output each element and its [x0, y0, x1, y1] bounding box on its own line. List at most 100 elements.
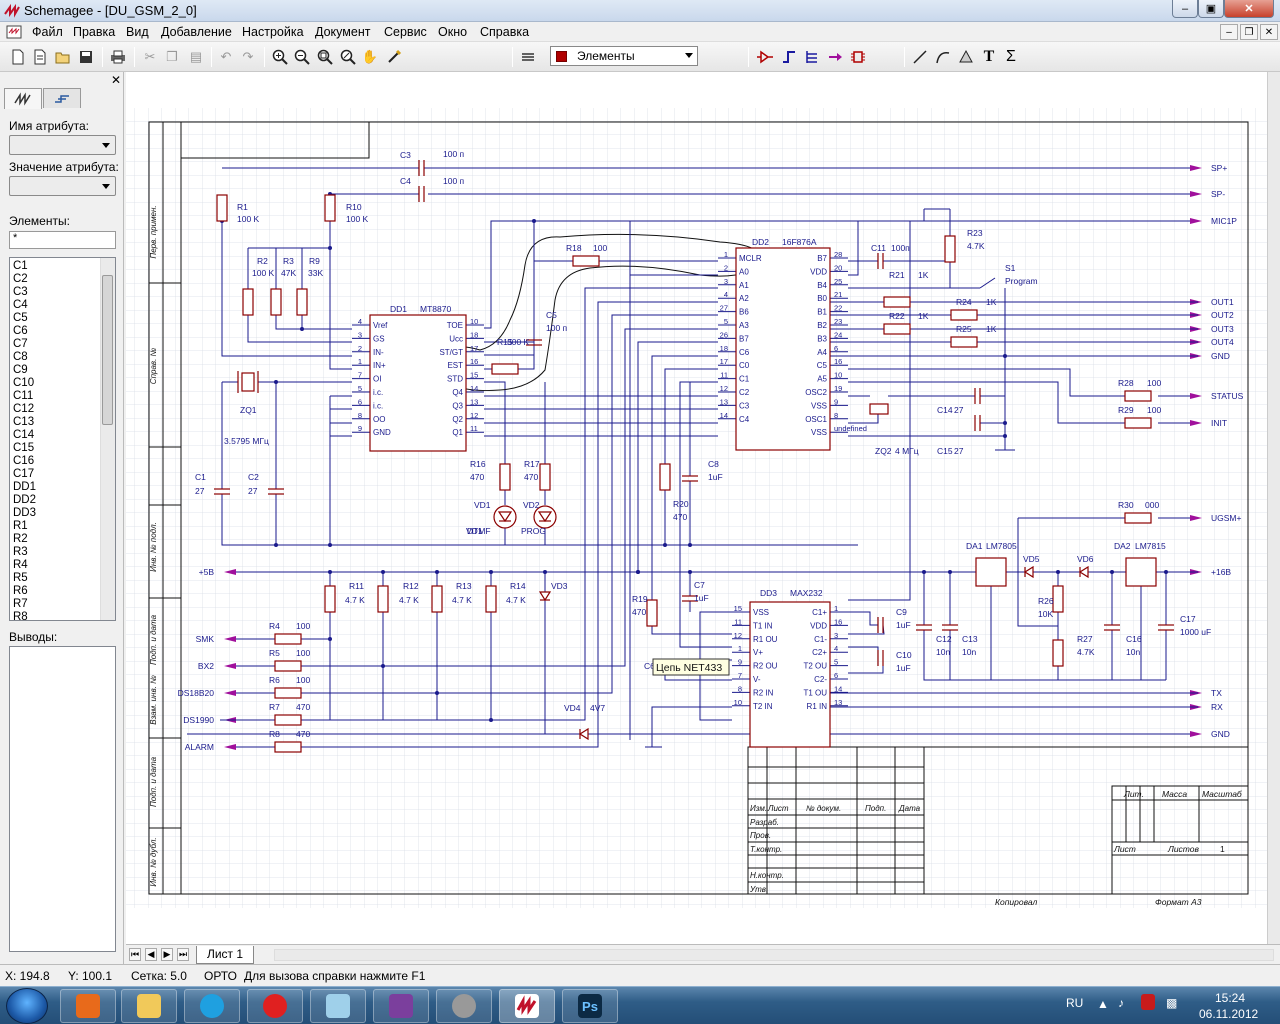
tab-pcb[interactable] — [43, 88, 81, 108]
zoom-out-icon[interactable] — [292, 48, 312, 66]
element-list-item[interactable]: C2 — [13, 273, 28, 285]
taskbar-explorer[interactable] — [121, 989, 177, 1023]
taskbar-media-player[interactable] — [60, 989, 116, 1023]
attr-value-combo[interactable] — [9, 176, 116, 196]
maximize-button[interactable]: ▣ — [1198, 0, 1224, 18]
menu-help[interactable]: Справка — [480, 25, 530, 39]
element-list-item[interactable]: C15 — [13, 442, 35, 454]
element-list-item[interactable]: R5 — [13, 572, 28, 584]
element-list-item[interactable]: DD2 — [13, 494, 37, 506]
new-file-icon[interactable] — [8, 48, 28, 66]
add-element-icon[interactable] — [755, 48, 775, 66]
menu-edit[interactable]: Правка — [73, 25, 116, 39]
taskbar-winrar[interactable] — [373, 989, 429, 1023]
menu-settings[interactable]: Настройка — [242, 25, 304, 39]
close-button[interactable]: ✕ — [1224, 0, 1274, 18]
element-list-item[interactable]: C14 — [13, 429, 35, 441]
prev-sheet-button[interactable]: ◀ — [145, 948, 157, 961]
element-list-item[interactable]: C8 — [13, 351, 28, 363]
pins-list[interactable] — [9, 646, 116, 952]
tray-time[interactable]: 15:24 — [1215, 991, 1246, 1005]
taskbar-app[interactable] — [436, 989, 492, 1023]
next-sheet-button[interactable]: ▶ — [161, 948, 173, 961]
element-list-item[interactable]: C4 — [13, 299, 28, 311]
element-list-item[interactable]: C10 — [13, 377, 35, 389]
elements-filter-input[interactable]: * — [9, 231, 116, 249]
tray-date[interactable]: 06.11.2012 — [1199, 1007, 1259, 1021]
taskbar-schemagee[interactable] — [499, 989, 555, 1023]
element-list-item[interactable]: DD3 — [13, 507, 37, 519]
element-list-item[interactable]: R7 — [13, 598, 28, 610]
taskbar-yandex[interactable] — [247, 989, 303, 1023]
menu-document[interactable]: Документ — [315, 25, 371, 39]
element-list-item[interactable]: C16 — [13, 455, 35, 467]
element-list-item[interactable]: C1 — [13, 260, 28, 272]
save-icon[interactable] — [76, 48, 96, 66]
text-tool-icon[interactable]: T — [983, 48, 995, 65]
redo-icon[interactable]: ↷ — [242, 49, 254, 64]
zoom-in-icon[interactable] — [270, 48, 290, 66]
taskbar-photoshop[interactable]: Ps — [562, 989, 618, 1023]
elements-scrollbar[interactable] — [100, 258, 115, 620]
menu-service[interactable]: Сервис — [384, 25, 427, 39]
cut-icon[interactable]: ✂ — [144, 49, 156, 64]
element-list-item[interactable]: C12 — [13, 403, 35, 415]
draw-line-icon[interactable] — [910, 48, 930, 66]
add-net-arrow-icon[interactable] — [826, 48, 846, 66]
element-list-item[interactable]: C9 — [13, 364, 28, 376]
element-list-item[interactable]: C17 — [13, 468, 35, 480]
mdi-restore-button[interactable]: ❐ — [1240, 24, 1258, 40]
taskbar-skype[interactable] — [184, 989, 240, 1023]
minimize-button[interactable]: – — [1172, 0, 1198, 18]
mdi-minimize-button[interactable]: – — [1220, 24, 1238, 40]
formula-tool-icon[interactable]: Σ — [1006, 48, 1016, 65]
zoom-fit-icon[interactable] — [315, 48, 335, 66]
first-sheet-button[interactable]: ⏮ — [129, 948, 141, 961]
start-button[interactable] — [6, 988, 48, 1024]
last-sheet-button[interactable]: ⏭ — [177, 948, 189, 961]
new-page-icon[interactable] — [30, 48, 50, 66]
element-list-item[interactable]: C5 — [13, 312, 28, 324]
menu-window[interactable]: Окно — [438, 25, 468, 39]
scrollbar-thumb[interactable] — [102, 275, 113, 425]
element-list-item[interactable]: R3 — [13, 546, 28, 558]
draw-polygon-icon[interactable] — [956, 48, 976, 66]
mdi-close-button[interactable]: ✕ — [1260, 24, 1278, 40]
add-chip-icon[interactable] — [848, 48, 868, 66]
tray-antivirus-icon[interactable] — [1141, 994, 1155, 1010]
element-list-item[interactable]: R6 — [13, 585, 28, 597]
element-list-item[interactable]: C7 — [13, 338, 28, 350]
tray-language[interactable]: RU — [1066, 996, 1084, 1010]
tray-network-icon[interactable]: ▩ — [1166, 996, 1178, 1010]
redraw-icon[interactable] — [384, 48, 404, 66]
copy-icon[interactable]: ❐ — [166, 49, 178, 64]
element-list-item[interactable]: C3 — [13, 286, 28, 298]
sheet-tab-1[interactable]: Лист 1 — [196, 946, 254, 964]
vertical-scrollbar[interactable] — [1267, 72, 1280, 944]
menu-view[interactable]: Вид — [126, 25, 149, 39]
tray-show-hidden-icon[interactable]: ▲ — [1097, 997, 1109, 1011]
panel-close-icon[interactable]: ✕ — [111, 73, 122, 87]
add-bus-icon[interactable] — [802, 48, 822, 66]
layers-icon[interactable] — [518, 48, 538, 66]
document-icon[interactable] — [6, 25, 22, 39]
taskbar-notes[interactable] — [310, 989, 366, 1023]
pan-icon[interactable]: ✋ — [361, 49, 379, 64]
element-list-item[interactable]: C6 — [13, 325, 28, 337]
element-list-item[interactable]: C11 — [13, 390, 34, 402]
tray-volume-icon[interactable]: ♪ — [1118, 996, 1124, 1010]
layer-select[interactable]: Элементы — [550, 46, 698, 66]
open-folder-icon[interactable] — [53, 48, 73, 66]
element-list-item[interactable]: R8 — [13, 611, 28, 621]
add-wire-icon[interactable] — [779, 48, 799, 66]
horizontal-scrollbar[interactable] — [274, 949, 1274, 961]
menu-insert[interactable]: Добавление — [161, 25, 232, 39]
paste-icon[interactable]: ▤ — [189, 49, 203, 64]
element-list-item[interactable]: R2 — [13, 533, 28, 545]
tab-schematic[interactable] — [4, 88, 42, 109]
undo-icon[interactable]: ↶ — [220, 49, 232, 64]
menu-file[interactable]: Файл — [32, 25, 63, 39]
element-list-item[interactable]: R4 — [13, 559, 28, 571]
